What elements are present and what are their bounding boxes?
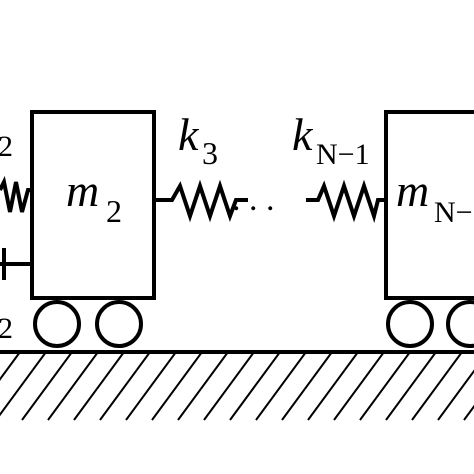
label-kN-1-subscript: N−1 [316,138,370,171]
label-k2-subscript: 2 [0,130,13,163]
mass-m2-block [30,110,156,300]
chain-ellipsis: . . . [232,181,275,218]
label-m2-symbol: m [66,165,99,216]
label-c2-subscript: 2 [0,312,13,345]
label-m2-subscript: 2 [106,193,122,229]
label-kN-1-symbol: k [292,109,314,160]
spring-k3 [154,179,248,223]
spring-k2 [0,175,32,213]
wheel-m2-right [95,300,143,348]
spring-kN-1 [306,179,386,224]
label-k3-symbol: k [178,109,200,160]
label-mN-1-symbol: m [396,165,429,216]
ground-hatching [0,352,474,421]
label-mN-1-subscript: N− [434,196,473,229]
wheel-m2-left [33,300,81,348]
wheel-mN-1-left [386,300,434,348]
mass-mN-1-block [384,110,474,300]
damper-c2 [0,248,32,280]
label-k3-subscript: 3 [202,135,218,171]
wheel-mN-1-right [446,300,474,348]
